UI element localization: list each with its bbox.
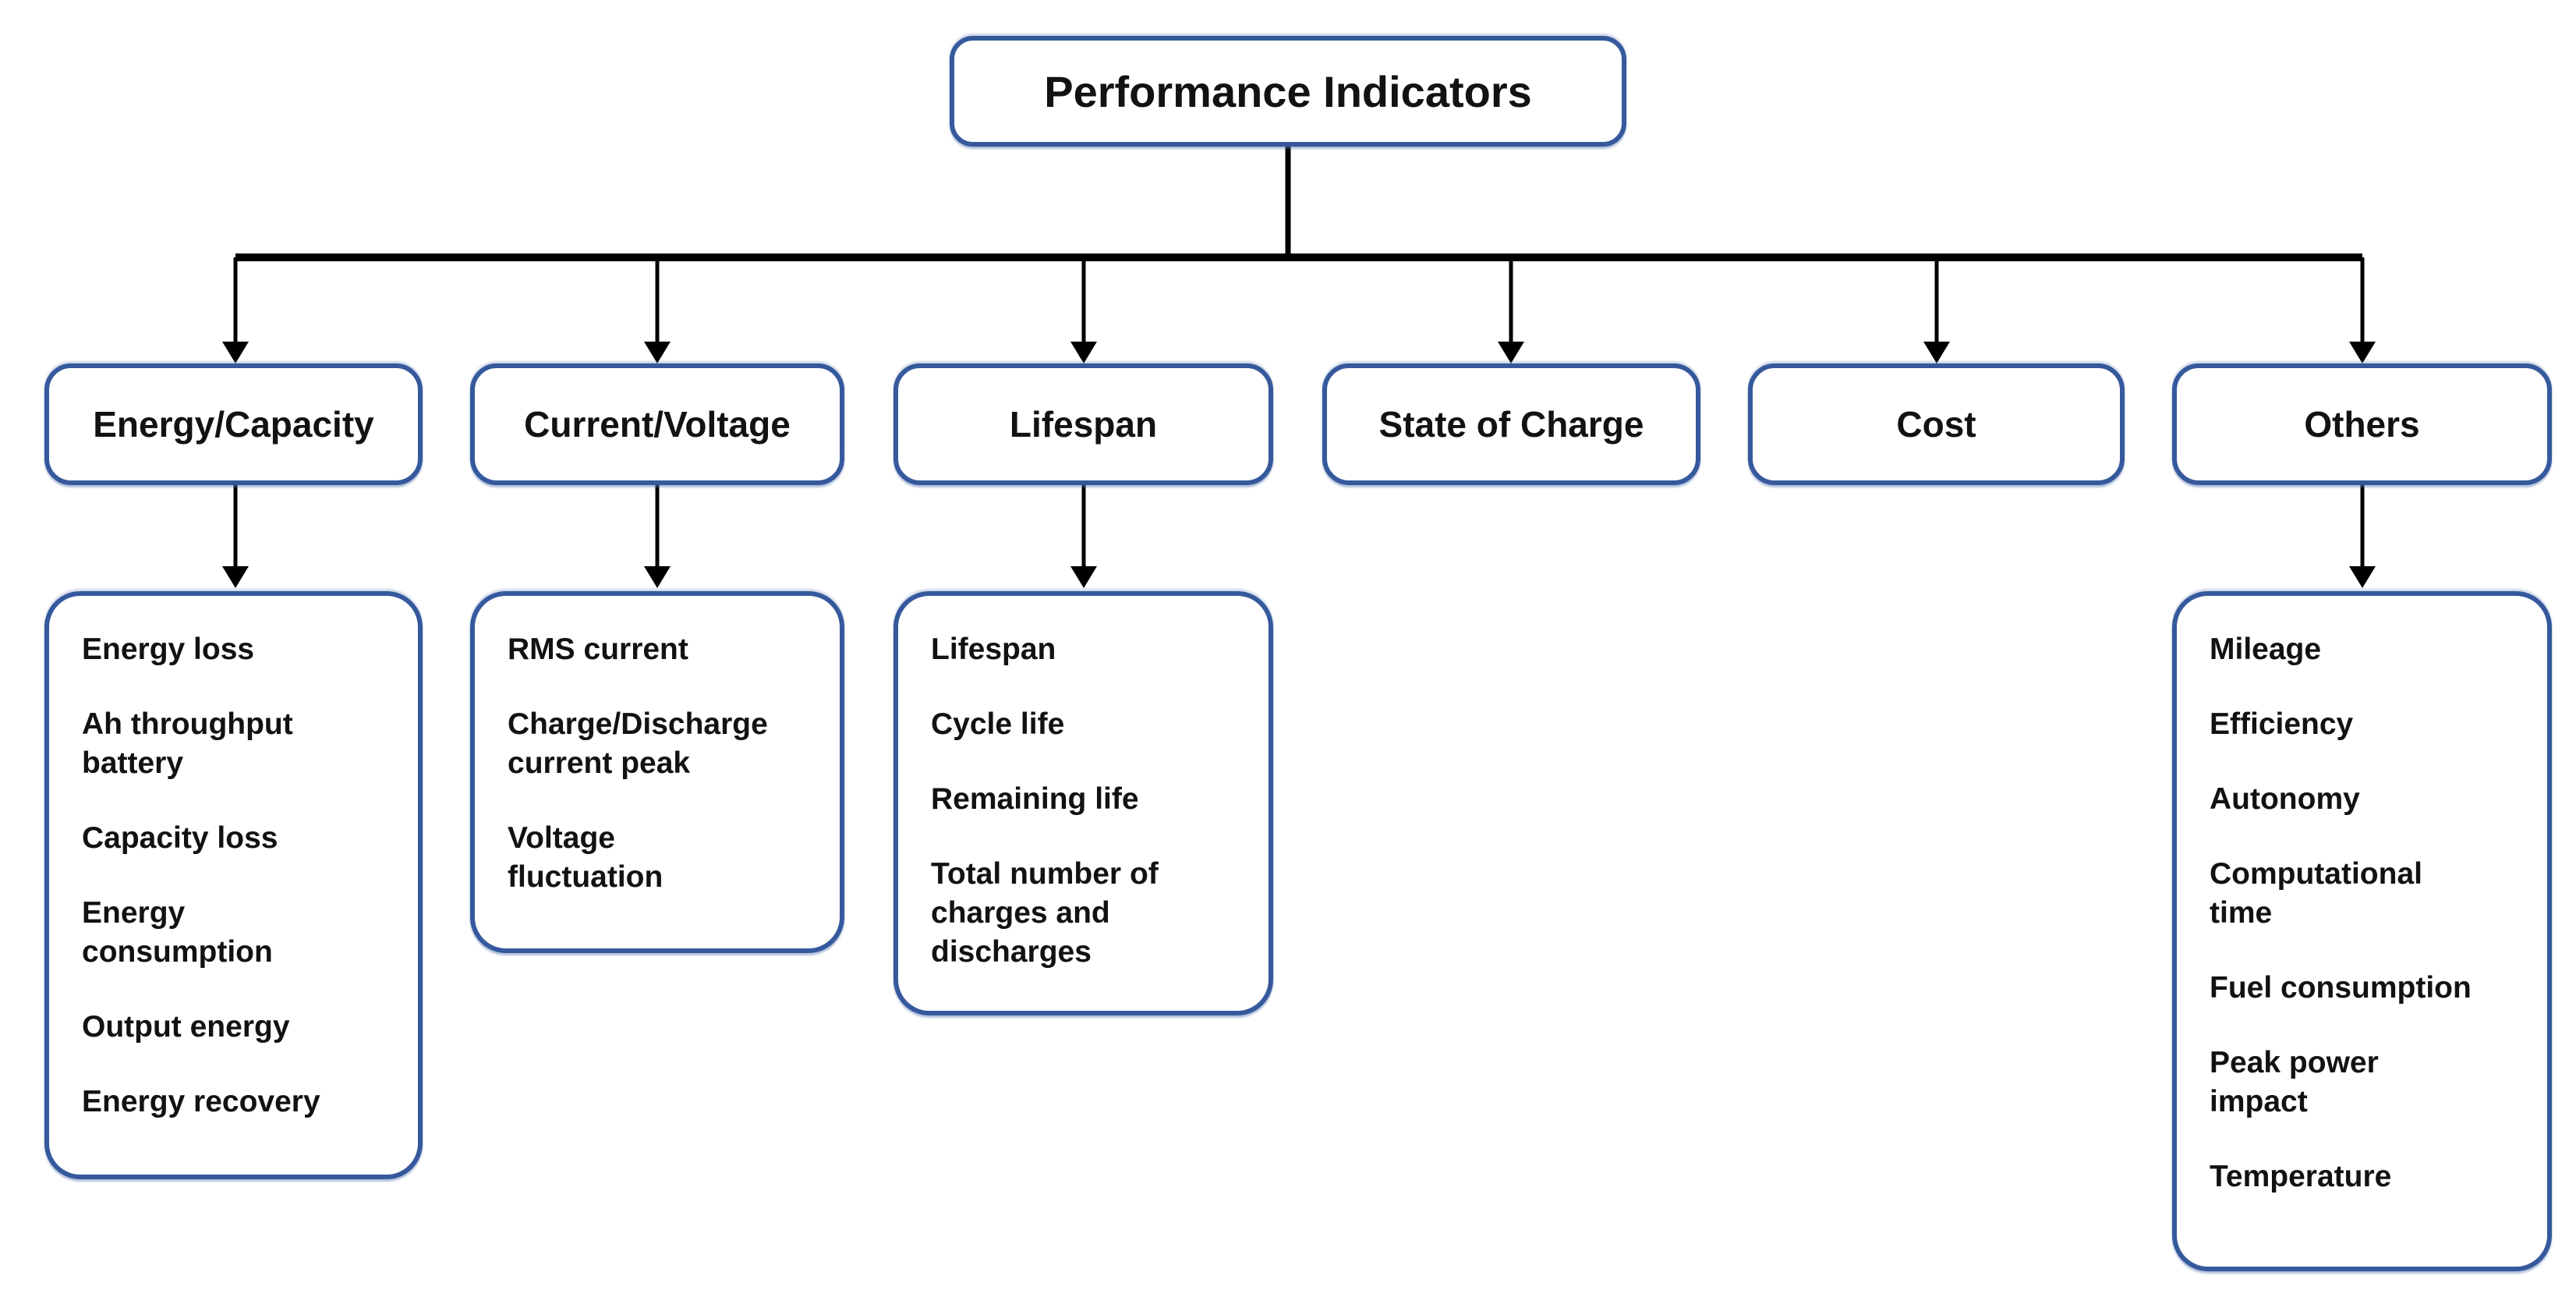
- leaf-box-others: Mileage Efficiency Autonomy Computationa…: [2172, 591, 2552, 1271]
- arrowhead-state-of-charge: [1498, 342, 1524, 363]
- leaf-item: Cycle life: [931, 707, 1065, 741]
- root-box: Performance Indicators: [950, 36, 1626, 147]
- leaf-item: Voltage fluctuation: [508, 821, 663, 894]
- category-label-others: Others: [2304, 404, 2420, 445]
- leaf-item: Energy recovery: [82, 1085, 320, 1118]
- leaf-item: Ah throughput battery: [82, 707, 293, 780]
- category-box-others: Others: [2172, 363, 2552, 485]
- leaf-item: Peak power impact: [2210, 1046, 2379, 1118]
- category-box-current-voltage: Current/Voltage: [470, 363, 844, 485]
- leaf-item: Capacity loss: [82, 821, 278, 855]
- leaf-item: Autonomy: [2210, 782, 2360, 816]
- leaf-arrowhead-lifespan: [1070, 566, 1097, 588]
- leaf-item: Remaining life: [931, 782, 1139, 816]
- category-label-lifespan: Lifespan: [1009, 404, 1158, 445]
- category-box-energy-capacity: Energy/Capacity: [44, 363, 423, 485]
- arrowhead-current-voltage: [644, 342, 671, 363]
- leaf-arrowhead-energy-capacity: [222, 566, 249, 588]
- leaf-item: Mileage: [2210, 633, 2322, 666]
- leaf-arrowhead-current-voltage: [644, 566, 671, 588]
- leaf-box-current-voltage: RMS current Charge/Discharge current pea…: [470, 591, 844, 953]
- category-label-energy-capacity: Energy/Capacity: [93, 404, 374, 445]
- category-box-state-of-charge: State of Charge: [1322, 363, 1700, 485]
- leaf-box-lifespan: Lifespan Cycle life Remaining life Total…: [893, 591, 1273, 1015]
- leaf-item: Computational time: [2210, 857, 2422, 930]
- leaf-item: Fuel consumption: [2210, 971, 2472, 1005]
- leaf-item: Lifespan: [931, 633, 1056, 666]
- leaf-box-energy-capacity: Energy loss Ah throughput battery Capaci…: [44, 591, 423, 1179]
- leaf-arrowhead-others: [2349, 566, 2376, 588]
- arrowhead-cost: [1923, 342, 1950, 363]
- arrowhead-others: [2349, 342, 2376, 363]
- category-label-current-voltage: Current/Voltage: [524, 404, 791, 445]
- leaf-item: Temperature: [2210, 1160, 2392, 1193]
- category-label-cost: Cost: [1896, 404, 1976, 445]
- arrowhead-lifespan: [1070, 342, 1097, 363]
- arrowhead-energy-capacity: [222, 342, 249, 363]
- leaf-item: Total number of charges and discharges: [931, 857, 1159, 969]
- category-box-lifespan: Lifespan: [893, 363, 1273, 485]
- leaf-item: Energy consumption: [82, 896, 273, 969]
- leaf-item: Energy loss: [82, 633, 255, 666]
- leaf-item: RMS current: [508, 633, 688, 666]
- leaf-item: Charge/Discharge current peak: [508, 707, 768, 780]
- category-box-cost: Cost: [1748, 363, 2125, 485]
- root-label: Performance Indicators: [1044, 66, 1532, 116]
- category-label-state-of-charge: State of Charge: [1378, 404, 1644, 445]
- leaf-item: Output energy: [82, 1010, 290, 1044]
- leaf-item: Efficiency: [2210, 707, 2354, 741]
